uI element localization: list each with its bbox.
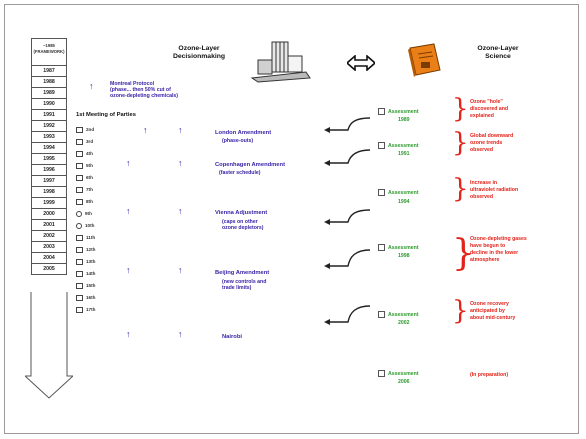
up-arrow-icon: ↑ (126, 265, 131, 275)
report-icon (378, 189, 385, 196)
protocol-name: Montreal Protocol (110, 81, 155, 87)
timeline-down-arrow (25, 292, 73, 399)
meeting-10th: 10th (76, 223, 94, 229)
meeting-2nd: 2nd (76, 127, 94, 133)
assessment-1989: Assessment (378, 108, 419, 115)
finding-2006: (In preparation) (470, 372, 509, 378)
up-arrow-icon: ↑ (178, 158, 183, 168)
meeting-9th: 9th (76, 211, 92, 217)
meeting-17th: 17th (76, 307, 95, 313)
assessment-2006: Assessment (378, 370, 419, 377)
amendment-vienna-detail: (caps on other ozone depletors) (222, 219, 264, 231)
assessment-1991: Assessment (378, 142, 419, 149)
up-arrow-icon: ↑ (143, 125, 148, 135)
report-icon (378, 142, 385, 149)
up-arrow-icon: ↑ (126, 206, 131, 216)
assessment-1994: Assessment (378, 189, 419, 196)
brace-icon: } (452, 233, 475, 274)
brace-icon: } (452, 94, 469, 124)
meeting-14th: 14th (76, 271, 95, 277)
report-icon (378, 370, 385, 377)
amendment-copenhagen-detail: (faster schedule) (219, 170, 261, 176)
up-arrow-icon: ↑ (178, 265, 183, 275)
first-meeting-label: 1st Meeting of Parties (76, 112, 136, 118)
amendment-beijing-detail: (new controls and trade limits) (222, 279, 267, 291)
finding-1991: Global downward ozone trends observed (470, 133, 514, 153)
year-timeline: ~1985 (FRAMEWORK) 1987 1988 1989 1990 19… (31, 38, 67, 275)
up-arrow-icon: ↑ (178, 125, 183, 135)
up-arrow-icon: ↑ (178, 329, 183, 339)
finding-1994: Increase in ultraviolet radiation observ… (470, 180, 519, 200)
book-icon (408, 43, 441, 77)
amendment-london-detail: (phase-outs) (222, 138, 254, 144)
report-icon (378, 311, 385, 318)
up-arrow-icon: ↑ (126, 329, 131, 339)
meeting-11th: 11th (76, 235, 95, 241)
meeting-12th: 12th (76, 247, 95, 253)
year-2005: 2005 (31, 263, 67, 275)
meeting-4th: 4th (76, 151, 93, 157)
meeting-6th: 6th (76, 175, 93, 181)
assessment-year-2006: 2006 (398, 379, 410, 385)
double-arrow-icon (347, 55, 375, 71)
up-arrow-icon: ↑ (178, 206, 183, 216)
finding-2002: Ozone recovery anticipated by about mid-… (470, 301, 516, 321)
meeting-13th: 13th (76, 259, 95, 265)
brace-icon: } (452, 128, 469, 158)
up-arrow-icon: ↑ (89, 81, 94, 91)
finding-1998: Ozone-depleting gases have begun to decl… (470, 236, 527, 263)
assessment-year-1991: 1991 (398, 151, 410, 157)
finding-1989: Ozone "hole" discovered and explained (470, 99, 509, 119)
protocol-detail-1: (phase... then 50% cut of (110, 87, 171, 93)
meeting-15th: 15th (76, 283, 95, 289)
amendment-nairobi: Nairobi (222, 334, 242, 340)
meeting-3rd: 3rd (76, 139, 93, 145)
report-icon (378, 244, 385, 251)
assessment-year-1998: 1998 (398, 253, 410, 259)
decisionmaking-title: Ozone-Layer Decisionmaking (172, 45, 226, 60)
assessment-1998: Assessment (378, 244, 419, 251)
assessment-year-1994: 1994 (398, 199, 410, 205)
brace-icon: } (452, 296, 469, 326)
meeting-7th: 7th (76, 187, 93, 193)
protocol-detail-2: ozone-depleting chemicals) (110, 93, 179, 99)
assessment-year-2002: 2002 (398, 320, 410, 326)
science-title: Ozone-Layer Science (477, 45, 519, 60)
figure-frame (4, 4, 579, 434)
assessment-year-1989: 1989 (398, 117, 410, 123)
amendment-vienna: Vienna Adjustment (215, 210, 268, 216)
amendment-beijing: Beijing Amendment (215, 270, 270, 276)
factory-illustration (250, 41, 311, 83)
meeting-8th: 8th (76, 199, 93, 205)
meeting-5th: 5th (76, 163, 93, 169)
amendment-london: London Amendment (215, 130, 272, 136)
report-icon (378, 108, 385, 115)
timeline-header: ~1985 (FRAMEWORK) (31, 38, 67, 66)
up-arrow-icon: ↑ (126, 158, 131, 168)
brace-icon: } (452, 174, 469, 204)
meeting-16th: 16th (76, 295, 95, 301)
assessment-2002: Assessment (378, 311, 419, 318)
amendment-copenhagen: Copenhagen Amendment (215, 162, 285, 168)
